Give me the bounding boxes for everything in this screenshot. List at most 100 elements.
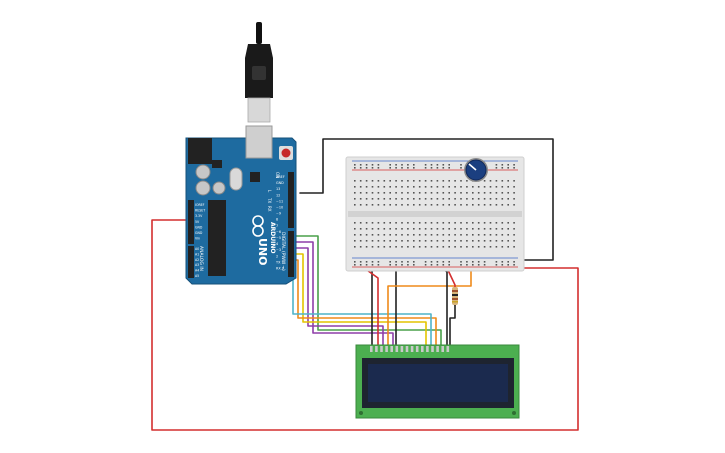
breadboard-hole[interactable]	[436, 261, 439, 263]
breadboard-hole[interactable]	[472, 222, 474, 224]
breadboard-hole[interactable]	[418, 222, 421, 224]
breadboard-hole[interactable]	[501, 228, 504, 230]
breadboard-hole[interactable]	[430, 180, 433, 182]
breadboard-hole[interactable]	[448, 180, 450, 182]
breadboard-hole[interactable]	[354, 180, 356, 182]
breadboard-hole[interactable]	[454, 186, 456, 188]
breadboard-hole[interactable]	[395, 264, 397, 266]
breadboard-hole[interactable]	[472, 240, 474, 242]
breadboard-hole[interactable]	[477, 228, 480, 230]
breadboard-hole[interactable]	[507, 204, 509, 206]
breadboard-hole[interactable]	[507, 240, 509, 242]
breadboard-hole[interactable]	[389, 261, 391, 263]
breadboard-hole[interactable]	[365, 261, 368, 263]
breadboard-hole[interactable]	[472, 264, 474, 266]
breadboard-hole[interactable]	[365, 240, 368, 242]
breadboard-hole[interactable]	[418, 180, 421, 182]
lcd-pin[interactable]	[436, 346, 439, 352]
breadboard-hole[interactable]	[489, 192, 492, 194]
breadboard-hole[interactable]	[483, 234, 486, 236]
digital-header[interactable]	[288, 172, 294, 277]
breadboard-hole[interactable]	[513, 246, 515, 248]
lcd-pin[interactable]	[421, 346, 424, 352]
breadboard-hole[interactable]	[365, 222, 368, 224]
breadboard-hole[interactable]	[359, 192, 362, 194]
breadboard-hole[interactable]	[489, 240, 492, 242]
breadboard-hole[interactable]	[483, 186, 486, 188]
breadboard-hole[interactable]	[359, 180, 362, 182]
breadboard-hole[interactable]	[495, 222, 498, 224]
breadboard-hole[interactable]	[489, 222, 492, 224]
breadboard-hole[interactable]	[454, 180, 456, 182]
breadboard-hole[interactable]	[501, 264, 504, 266]
breadboard-hole[interactable]	[371, 234, 374, 236]
lcd-pin[interactable]	[431, 346, 434, 352]
breadboard-hole[interactable]	[513, 186, 515, 188]
breadboard-hole[interactable]	[377, 164, 380, 166]
breadboard-hole[interactable]	[501, 186, 504, 188]
breadboard-hole[interactable]	[413, 261, 415, 263]
breadboard-hole[interactable]	[359, 204, 362, 206]
lcd-pin[interactable]	[395, 346, 399, 352]
breadboard-hole[interactable]	[401, 234, 403, 236]
breadboard-hole[interactable]	[395, 164, 397, 166]
wire-d2-cyan[interactable]	[289, 265, 432, 349]
breadboard-hole[interactable]	[371, 164, 374, 166]
breadboard-hole[interactable]	[436, 264, 439, 266]
breadboard-hole[interactable]	[395, 198, 397, 200]
breadboard-hole[interactable]	[501, 222, 504, 224]
breadboard-hole[interactable]	[513, 192, 515, 194]
breadboard-hole[interactable]	[430, 234, 433, 236]
breadboard-hole[interactable]	[483, 180, 486, 182]
breadboard-hole[interactable]	[418, 240, 421, 242]
wire-bb-red-1[interactable]	[363, 267, 379, 349]
breadboard-hole[interactable]	[371, 240, 374, 242]
breadboard-hole[interactable]	[472, 246, 474, 248]
lcd-pin[interactable]	[375, 346, 378, 352]
breadboard-hole[interactable]	[501, 198, 504, 200]
breadboard-hole[interactable]	[483, 198, 486, 200]
breadboard-hole[interactable]	[460, 198, 462, 200]
breadboard-hole[interactable]	[454, 198, 456, 200]
breadboard-hole[interactable]	[507, 246, 509, 248]
breadboard-hole[interactable]	[413, 240, 415, 242]
breadboard-hole[interactable]	[413, 264, 415, 266]
resistor[interactable]	[452, 287, 458, 305]
breadboard-hole[interactable]	[354, 261, 356, 263]
breadboard-hole[interactable]	[466, 186, 468, 188]
breadboard-hole[interactable]	[472, 198, 474, 200]
breadboard-hole[interactable]	[501, 167, 504, 169]
breadboard-hole[interactable]	[513, 234, 515, 236]
breadboard-hole[interactable]	[442, 167, 445, 169]
breadboard-hole[interactable]	[377, 246, 380, 248]
breadboard-hole[interactable]	[389, 228, 391, 230]
breadboard-hole[interactable]	[430, 264, 433, 266]
breadboard-hole[interactable]	[389, 192, 391, 194]
breadboard-hole[interactable]	[483, 204, 486, 206]
breadboard-hole[interactable]	[513, 164, 515, 166]
breadboard-hole[interactable]	[501, 261, 504, 263]
breadboard-hole[interactable]	[436, 246, 439, 248]
breadboard-hole[interactable]	[395, 246, 397, 248]
breadboard-hole[interactable]	[371, 192, 374, 194]
breadboard-hole[interactable]	[407, 204, 409, 206]
breadboard-hole[interactable]	[489, 198, 492, 200]
breadboard-hole[interactable]	[495, 164, 498, 166]
breadboard-hole[interactable]	[483, 246, 486, 248]
breadboard-hole[interactable]	[401, 192, 403, 194]
breadboard-hole[interactable]	[495, 261, 498, 263]
breadboard-hole[interactable]	[407, 222, 409, 224]
breadboard-hole[interactable]	[430, 198, 433, 200]
breadboard-hole[interactable]	[513, 240, 515, 242]
breadboard-hole[interactable]	[442, 180, 445, 182]
breadboard-hole[interactable]	[448, 228, 450, 230]
breadboard-hole[interactable]	[407, 246, 409, 248]
breadboard-hole[interactable]	[495, 240, 498, 242]
breadboard-hole[interactable]	[442, 222, 445, 224]
breadboard-hole[interactable]	[401, 261, 403, 263]
breadboard-hole[interactable]	[477, 192, 480, 194]
breadboard-hole[interactable]	[377, 264, 380, 266]
breadboard-hole[interactable]	[430, 192, 433, 194]
breadboard-hole[interactable]	[418, 186, 421, 188]
breadboard-hole[interactable]	[472, 261, 474, 263]
